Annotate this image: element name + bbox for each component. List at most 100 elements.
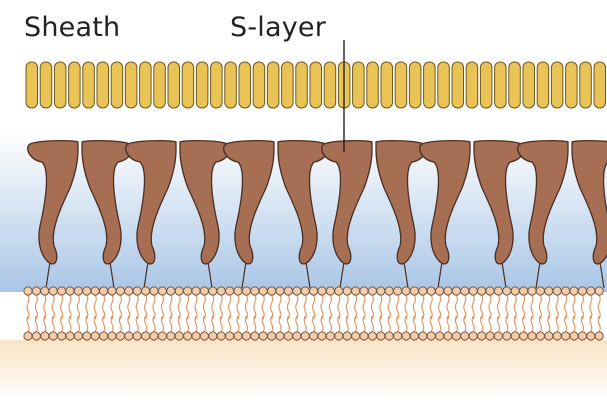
lipid-head bbox=[536, 287, 544, 295]
lipid-head bbox=[284, 287, 292, 295]
lipid-head bbox=[335, 332, 343, 340]
sheath-subunit bbox=[83, 62, 95, 108]
lipid-tail bbox=[556, 295, 558, 319]
sheath-subunit bbox=[69, 62, 81, 108]
lipid-head bbox=[259, 332, 267, 340]
lipid-head bbox=[49, 287, 57, 295]
lipid-head bbox=[562, 287, 570, 295]
lipid-tail bbox=[313, 295, 315, 319]
lipid-head bbox=[74, 287, 82, 295]
lipid-tail bbox=[447, 295, 449, 319]
sheath-subunit bbox=[580, 62, 592, 108]
lipid-head bbox=[486, 332, 494, 340]
lipid-head bbox=[444, 332, 452, 340]
lipid-head bbox=[108, 332, 116, 340]
lipid-tail bbox=[27, 295, 29, 319]
lipid-tail bbox=[103, 295, 105, 319]
lipid-head bbox=[116, 332, 124, 340]
lipid-tail bbox=[472, 295, 474, 319]
lipid-head bbox=[184, 332, 192, 340]
lipid-head bbox=[192, 287, 200, 295]
lipid-head bbox=[528, 332, 536, 340]
lipid-head bbox=[469, 332, 477, 340]
sheath-subunit bbox=[267, 62, 279, 108]
lipid-head bbox=[419, 287, 427, 295]
lipid-head bbox=[226, 332, 234, 340]
lipid-tail bbox=[371, 295, 373, 319]
sheath-subunit bbox=[537, 62, 549, 108]
lipid-head bbox=[200, 287, 208, 295]
sheath-subunit bbox=[353, 62, 365, 108]
lipid-head bbox=[520, 287, 528, 295]
lipid-tail bbox=[304, 295, 306, 319]
sheath-subunit bbox=[225, 62, 237, 108]
lipid-tail bbox=[178, 295, 180, 319]
lipid-tail bbox=[346, 295, 348, 319]
lipid-head bbox=[553, 332, 561, 340]
lipid-head bbox=[444, 287, 452, 295]
lipid-head bbox=[528, 287, 536, 295]
lipid-head bbox=[116, 287, 124, 295]
lipid-head bbox=[536, 332, 544, 340]
lipid-head bbox=[209, 332, 217, 340]
lipid-head bbox=[251, 332, 259, 340]
lipid-head bbox=[167, 287, 175, 295]
lipid-head bbox=[150, 332, 158, 340]
lipid-tail bbox=[514, 295, 516, 319]
lipid-head bbox=[142, 332, 150, 340]
lipid-head bbox=[318, 287, 326, 295]
lipid-tail bbox=[287, 295, 289, 319]
lipid-head bbox=[192, 332, 200, 340]
lipid-head bbox=[394, 287, 402, 295]
sheath-subunit bbox=[97, 62, 109, 108]
lipid-tail bbox=[539, 295, 541, 319]
lipid-head bbox=[242, 287, 250, 295]
sheath-layer bbox=[26, 62, 606, 108]
lipid-tail bbox=[229, 295, 231, 319]
lipid-tail bbox=[145, 295, 147, 319]
lipid-head bbox=[150, 287, 158, 295]
lipid-tail bbox=[279, 295, 281, 319]
lipid-bilayer bbox=[24, 287, 603, 340]
lipid-head bbox=[570, 287, 578, 295]
lipid-head bbox=[125, 332, 133, 340]
lipid-head bbox=[385, 332, 393, 340]
sheath-subunit bbox=[111, 62, 123, 108]
lipid-tail bbox=[363, 295, 365, 319]
lipid-tail bbox=[220, 295, 222, 319]
lipid-tail bbox=[464, 295, 466, 319]
lipid-tail bbox=[531, 295, 533, 319]
lipid-tail bbox=[245, 295, 247, 319]
lipid-tail bbox=[77, 295, 79, 319]
sheath-subunit bbox=[253, 62, 265, 108]
lipid-head bbox=[368, 332, 376, 340]
sheath-subunit bbox=[211, 62, 223, 108]
lipid-head bbox=[251, 287, 259, 295]
lipid-head bbox=[587, 332, 595, 340]
lipid-head bbox=[326, 332, 334, 340]
lipid-tail bbox=[506, 295, 508, 319]
lipid-tail bbox=[338, 295, 340, 319]
sheath-subunit bbox=[40, 62, 52, 108]
lipid-head bbox=[234, 332, 242, 340]
lipid-head bbox=[377, 287, 385, 295]
lipid-head bbox=[83, 287, 91, 295]
lipid-head bbox=[66, 287, 74, 295]
lipid-head bbox=[394, 332, 402, 340]
lipid-tail bbox=[94, 295, 96, 319]
lipid-head bbox=[402, 287, 410, 295]
lipid-tail bbox=[187, 295, 189, 319]
lipid-head bbox=[234, 287, 242, 295]
lipid-head bbox=[578, 287, 586, 295]
lipid-tail bbox=[497, 295, 499, 319]
lipid-tail bbox=[262, 295, 264, 319]
lipid-head bbox=[427, 287, 435, 295]
sheath-subunit bbox=[182, 62, 194, 108]
lipid-head bbox=[494, 287, 502, 295]
sheath-subunit bbox=[424, 62, 436, 108]
lipid-tail bbox=[380, 295, 382, 319]
lipid-head bbox=[419, 332, 427, 340]
sheath-subunit bbox=[168, 62, 180, 108]
lipid-tail bbox=[481, 295, 483, 319]
